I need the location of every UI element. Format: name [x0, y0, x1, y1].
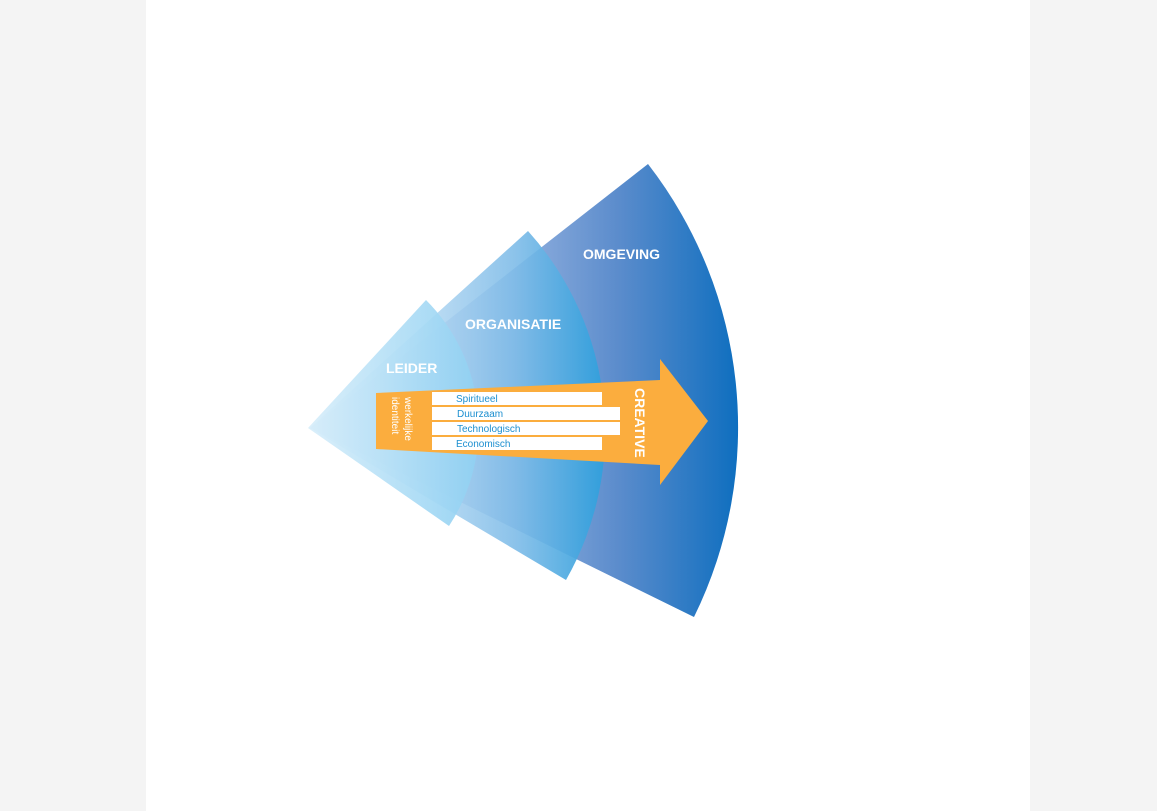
identiteit-label: identiteit — [389, 397, 400, 434]
row-bar-economisch — [432, 437, 602, 450]
row-label-spiritueel: Spiritueel — [456, 394, 498, 405]
organisatie-label: ORGANISATIE — [465, 316, 561, 332]
row-label-technologisch: Technologisch — [457, 424, 520, 435]
row-label-duurzaam: Duurzaam — [457, 409, 503, 420]
werkelijke-label: werkelijke — [402, 396, 413, 441]
row-bar-duurzaam — [432, 407, 620, 420]
creative-label: CREATIVE — [632, 388, 648, 458]
row-label-economisch: Economisch — [456, 439, 510, 450]
row-bar-spiritueel — [432, 392, 602, 405]
row-bar-technologisch — [432, 422, 620, 435]
leider-label: LEIDER — [386, 360, 437, 376]
omgeving-label: OMGEVING — [583, 246, 660, 262]
